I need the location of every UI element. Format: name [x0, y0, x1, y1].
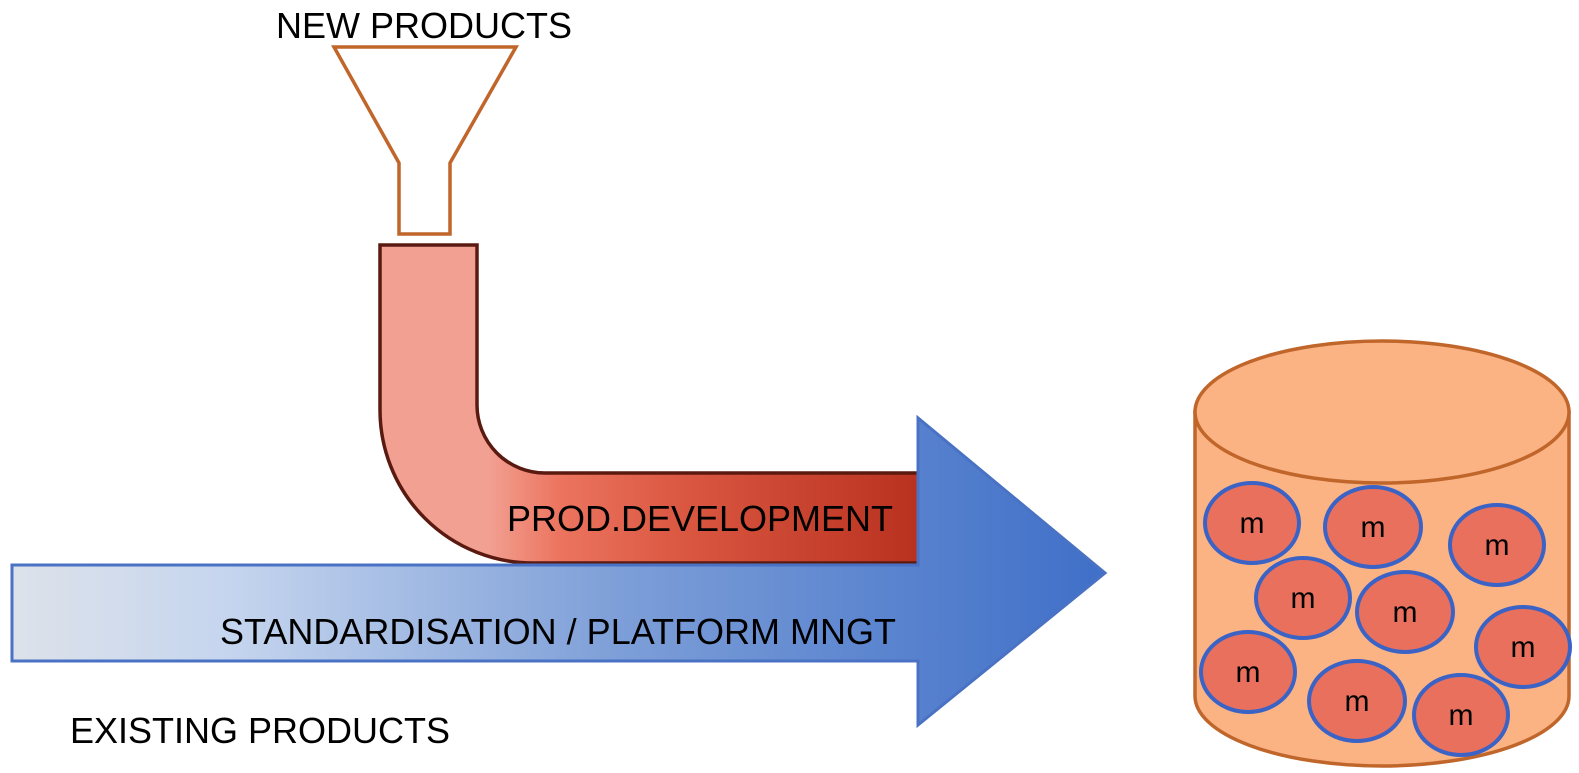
module-label: m	[1485, 529, 1510, 562]
module-shape	[1448, 503, 1546, 587]
module-label: m	[1240, 507, 1265, 540]
module-shape	[1199, 630, 1297, 714]
module-circle: m	[1199, 630, 1297, 714]
module-circle: m	[1323, 485, 1423, 569]
module-circle: m	[1203, 481, 1301, 565]
standardisation-label: STANDARDISATION / PLATFORM MNGT	[220, 611, 896, 652]
module-label: m	[1393, 596, 1418, 629]
module-shape	[1254, 556, 1352, 640]
standardisation-arrow	[10, 414, 1108, 729]
module-label: m	[1291, 582, 1316, 615]
module-label: m	[1345, 685, 1370, 718]
module-shape	[1355, 570, 1455, 654]
module-label: m	[1361, 511, 1386, 544]
module-circle: m	[1448, 503, 1546, 587]
existing-products-label: EXISTING PRODUCTS	[70, 710, 450, 751]
module-label: m	[1236, 656, 1261, 689]
module-circle: m	[1474, 605, 1572, 689]
module-circle: m	[1355, 570, 1455, 654]
modules-group: m m m m m m m m m	[1199, 481, 1572, 757]
module-shape	[1474, 605, 1572, 689]
cylinder-top	[1193, 339, 1571, 485]
prod-development-label: PROD.DEVELOPMENT	[507, 498, 893, 539]
module-label: m	[1511, 631, 1536, 664]
module-shape	[1412, 673, 1510, 757]
module-circle: m	[1412, 673, 1510, 757]
module-shape	[1307, 659, 1407, 743]
module-shape	[1323, 485, 1423, 569]
development-pipe	[378, 243, 922, 565]
funnel-shape	[331, 45, 520, 236]
new-products-label: NEW PRODUCTS	[276, 5, 572, 46]
module-label: m	[1449, 699, 1474, 732]
module-circle: m	[1254, 556, 1352, 640]
module-shape	[1203, 481, 1301, 565]
module-circle: m	[1307, 659, 1407, 743]
